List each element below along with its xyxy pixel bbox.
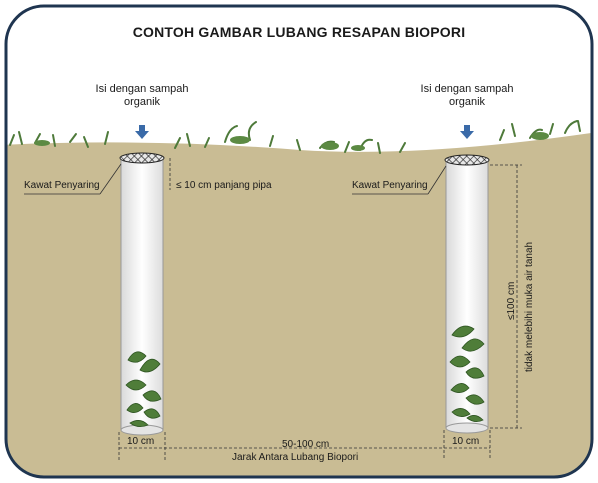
diagram-title: CONTOH GAMBAR LUBANG RESAPAN BIOPORI	[132, 24, 466, 40]
left-organic-waste	[125, 351, 162, 427]
left-arrow-icon	[135, 125, 149, 139]
right-filter-mesh	[444, 154, 490, 166]
depth-label: ≤100 cm	[506, 281, 517, 320]
right-width-label: 10 cm	[452, 436, 480, 447]
grass-tufts	[34, 132, 549, 151]
right-instruction: Isi dengan sampah organik	[420, 83, 514, 108]
right-organic-waste	[449, 325, 485, 422]
right-pipe	[445, 159, 489, 429]
spacing-distance-label: 50-100 cm	[282, 439, 330, 450]
depth-dimension	[490, 164, 522, 429]
left-filter-mesh	[119, 152, 165, 164]
leader-lines	[24, 163, 447, 195]
bottom-dimensions	[118, 430, 491, 460]
left-instruction: Isi dengan sampah organik	[95, 83, 189, 108]
right-arrow-icon	[460, 125, 474, 139]
left-pipe	[120, 157, 164, 431]
right-filter-label: Kawat Penyaring	[352, 180, 428, 191]
surface-grass	[9, 120, 581, 154]
pipe-length-label: ≤ 10 cm panjang pipa	[176, 180, 272, 191]
left-filter-label: Kawat Penyaring	[24, 180, 100, 191]
spacing-caption: Jarak Antara Lubang Biopori	[232, 452, 359, 463]
left-width-label: 10 cm	[127, 436, 155, 447]
right-hole-bottom	[445, 422, 489, 434]
depth-note: tidak melebihi muka air tanah	[524, 241, 535, 372]
diagram-border	[4, 4, 594, 479]
